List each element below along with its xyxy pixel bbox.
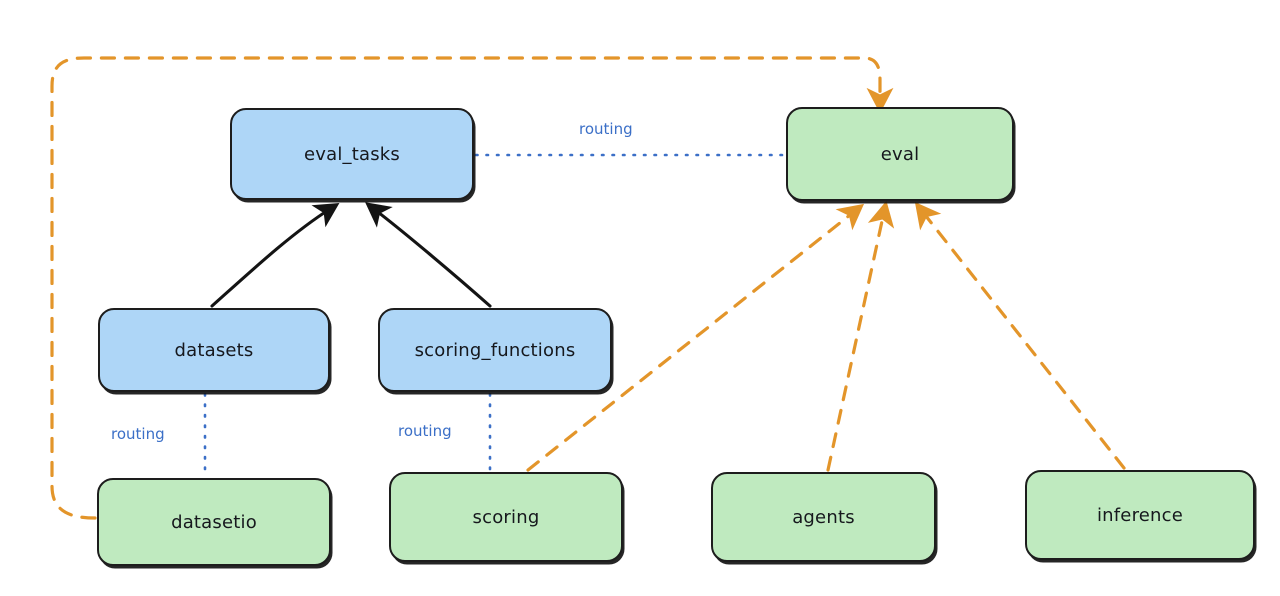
edge-scoring-functions-to-eval-tasks bbox=[365, 202, 492, 308]
node-scoring[interactable]: scoring bbox=[389, 472, 623, 562]
node-datasetio-label: datasetio bbox=[171, 511, 257, 533]
edge-label-routing-scoring-functions-scoring: routing bbox=[398, 422, 452, 440]
edge-agents-to-eval bbox=[826, 200, 895, 472]
edge-label-routing-eval-tasks-eval: routing bbox=[579, 120, 633, 138]
node-agents[interactable]: agents bbox=[711, 472, 936, 562]
node-eval-tasks[interactable]: eval_tasks bbox=[230, 108, 474, 200]
node-eval-label: eval bbox=[880, 143, 920, 165]
edge-datasets-to-eval-tasks bbox=[210, 203, 340, 308]
node-eval[interactable]: eval bbox=[786, 107, 1014, 201]
node-datasets-label: datasets bbox=[174, 339, 254, 361]
node-agents-label: agents bbox=[792, 506, 855, 528]
edge-inference-to-eval bbox=[914, 201, 1126, 470]
edge-label-routing-datasets-datasetio: routing bbox=[111, 425, 165, 443]
node-inference[interactable]: inference bbox=[1025, 470, 1255, 560]
node-scoring-label: scoring bbox=[472, 506, 540, 528]
node-datasets[interactable]: datasets bbox=[98, 308, 330, 392]
node-scoring-functions-label: scoring_functions bbox=[414, 339, 576, 361]
node-datasetio[interactable]: datasetio bbox=[97, 478, 331, 566]
node-inference-label: inference bbox=[1096, 504, 1184, 526]
node-eval-tasks-label: eval_tasks bbox=[303, 143, 401, 165]
node-scoring-functions[interactable]: scoring_functions bbox=[378, 308, 612, 392]
